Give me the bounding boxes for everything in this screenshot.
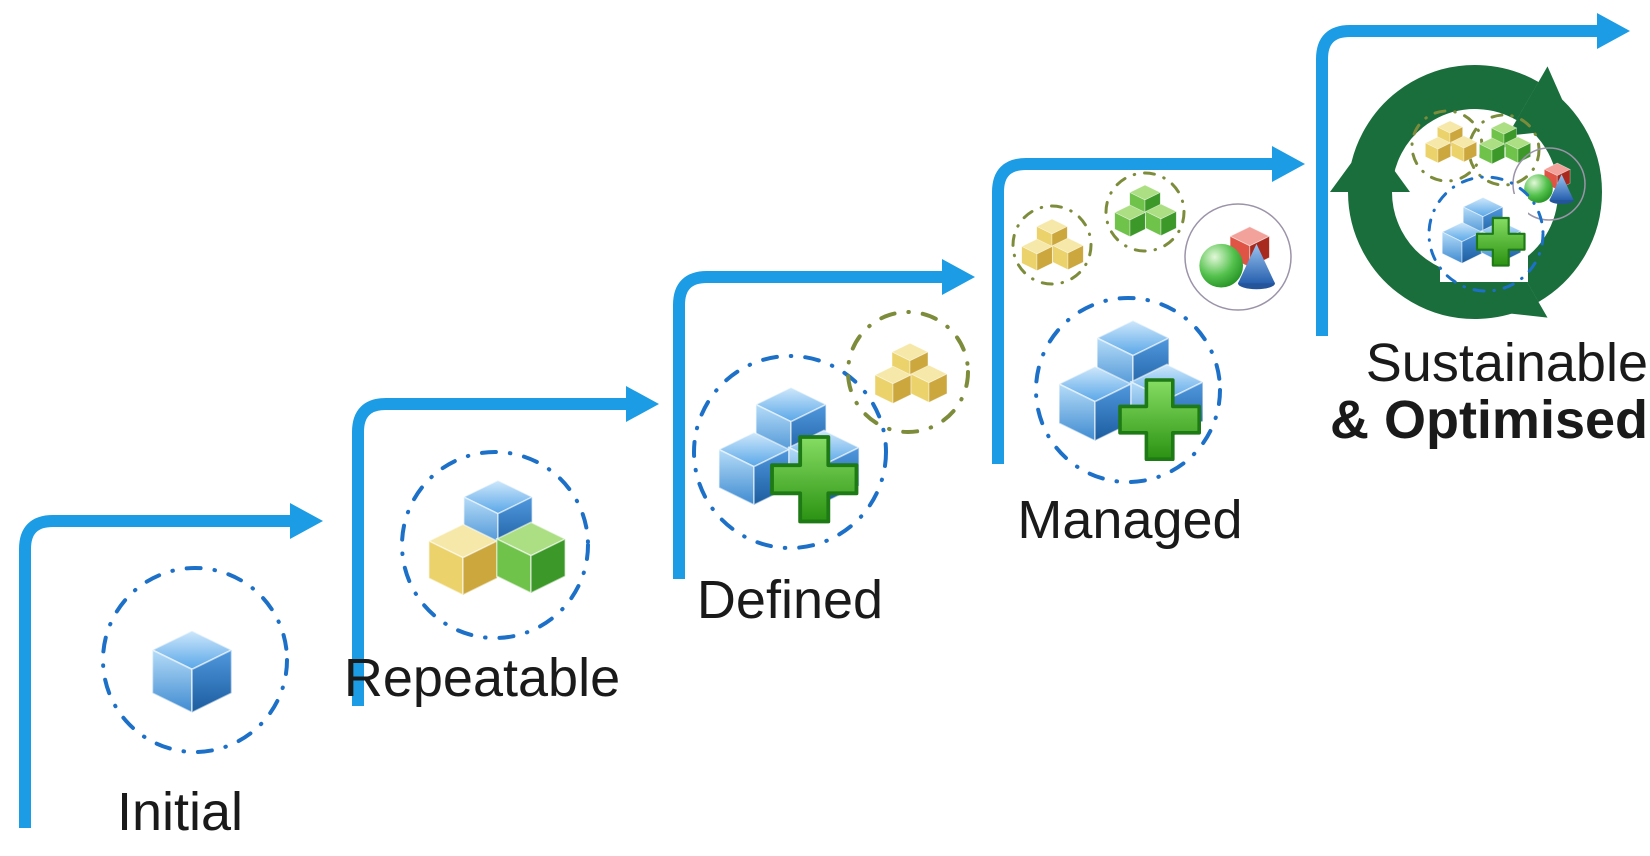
stage-label-sustainable: Sustainable & Optimised [1228, 335, 1648, 448]
gray-circle [1184, 203, 1292, 311]
step-arrow-sustainable [1316, 13, 1630, 336]
stage-label-sustainable-line2: & Optimised [1329, 389, 1648, 450]
stage-label-defined: Defined [696, 570, 884, 630]
olive-dashed-circle [1011, 204, 1093, 286]
blue-cubes-plus-icon [1058, 319, 1204, 462]
step-arrow-initial [19, 503, 323, 828]
green-cube-stack-icon [1114, 184, 1177, 237]
step-arrow-defined [673, 259, 975, 579]
arrowhead-icon [942, 259, 975, 295]
stage-label-initial: Initial [116, 782, 244, 842]
blue-cubes-plus-icon [718, 386, 860, 524]
stage-label-sustainable-line1: Sustainable [1365, 333, 1648, 393]
yellow-cube-stack-icon [1425, 120, 1477, 164]
stage-label-repeatable: Repeatable [343, 648, 621, 708]
olive-dashed-circle [846, 310, 970, 434]
dashed-circle-managed [1034, 296, 1222, 484]
yellow-cube-stack-icon [874, 342, 948, 404]
cube-stack-icon [428, 479, 566, 596]
dashed-circle-initial [101, 566, 289, 754]
arrowhead-icon [290, 503, 323, 539]
step-arrow-managed [992, 146, 1305, 464]
arrowhead-icon [1597, 13, 1630, 49]
sphere-cube-cone-icon [1524, 163, 1574, 204]
arrowhead-icon [1272, 146, 1305, 182]
olive-dashed-circle [1104, 171, 1186, 253]
dashed-circle-sustainable [1427, 175, 1545, 293]
stage-label-managed: Managed [1017, 490, 1243, 550]
blue-cube-icon [151, 629, 233, 714]
arrowhead-icon [626, 386, 659, 422]
sphere-cube-cone-icon [1199, 227, 1275, 290]
dashed-circle-repeatable [400, 450, 590, 640]
dashed-circle-defined [692, 354, 888, 550]
step-arrow-repeatable [352, 386, 659, 706]
yellow-cube-stack-icon [1021, 218, 1084, 271]
